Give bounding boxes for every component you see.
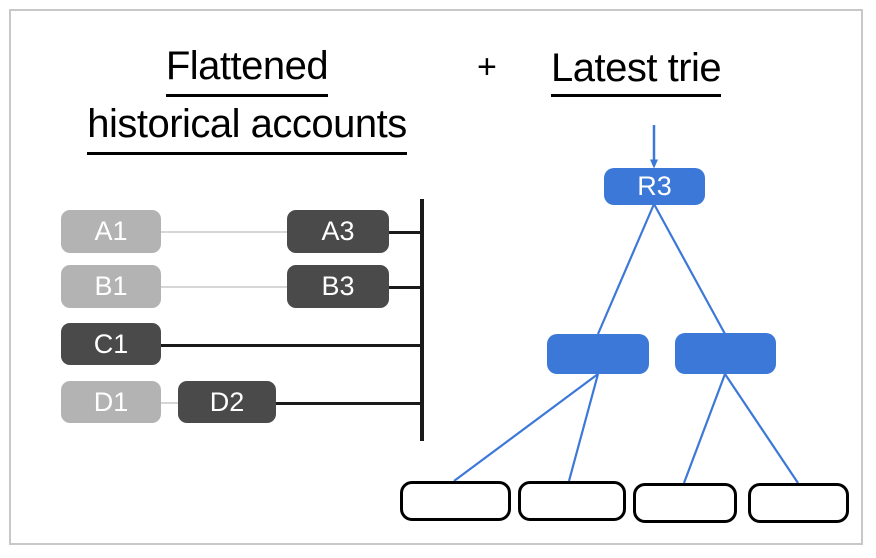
- edge-branch-left-to-leaf-2: [567, 373, 600, 482]
- connector-d1-d2: [159, 402, 181, 404]
- trie-branch-node-right[interactable]: [675, 333, 776, 374]
- accounts-spine: [420, 199, 424, 441]
- account-box-a3-label: A3: [321, 216, 355, 246]
- connector-d2-spine: [276, 402, 422, 405]
- trie-root-node-label: R3: [637, 171, 672, 201]
- trie-leaf-node-3[interactable]: [633, 483, 737, 523]
- account-box-c1[interactable]: C1: [61, 323, 161, 365]
- account-box-b3[interactable]: B3: [287, 265, 389, 308]
- trie-leaf-node-4[interactable]: [748, 483, 849, 523]
- account-box-a1[interactable]: A1: [61, 210, 161, 253]
- trie-branch-node-left[interactable]: [547, 334, 649, 374]
- left-panel-title-line2: historical accounts: [87, 97, 407, 155]
- account-box-d2-label: D2: [209, 386, 245, 417]
- edge-branch-right-to-leaf-4: [724, 373, 799, 484]
- account-box-b1[interactable]: B1: [61, 265, 161, 308]
- edge-branch-left-to-leaf-1: [453, 373, 599, 482]
- edge-root-to-branch-left: [596, 203, 656, 335]
- edge-branch-right-to-leaf-3: [682, 373, 727, 484]
- connector-c1-spine: [159, 344, 422, 347]
- right-panel-title-text: Latest trie: [551, 43, 722, 97]
- trie-leaf-node-2[interactable]: [518, 481, 626, 521]
- account-box-d2[interactable]: D2: [178, 381, 276, 423]
- right-panel-title: Latest trie: [551, 43, 722, 97]
- diagram-frame: Flattened historical accounts + Latest t…: [9, 9, 863, 545]
- account-box-b1-label: B1: [94, 271, 128, 301]
- account-box-a3[interactable]: A3: [287, 210, 389, 253]
- edge-root-to-branch-right: [653, 203, 726, 335]
- connector-a3-spine: [389, 231, 422, 234]
- account-box-a1-label: A1: [94, 216, 128, 246]
- account-box-b3-label: B3: [321, 271, 355, 301]
- account-box-d1-label: D1: [93, 386, 129, 417]
- connector-b1-b3: [159, 286, 287, 288]
- plus-operator: +: [477, 48, 497, 86]
- trie-root-node[interactable]: R3: [604, 168, 705, 205]
- left-panel-title: Flattened historical accounts: [47, 39, 447, 155]
- account-box-c1-label: C1: [93, 328, 129, 359]
- connector-b3-spine: [389, 286, 422, 289]
- trie-leaf-node-1[interactable]: [400, 481, 511, 521]
- account-box-d1[interactable]: D1: [61, 381, 161, 423]
- connector-a1-a3: [159, 231, 287, 233]
- left-panel-title-line1: Flattened: [165, 39, 329, 97]
